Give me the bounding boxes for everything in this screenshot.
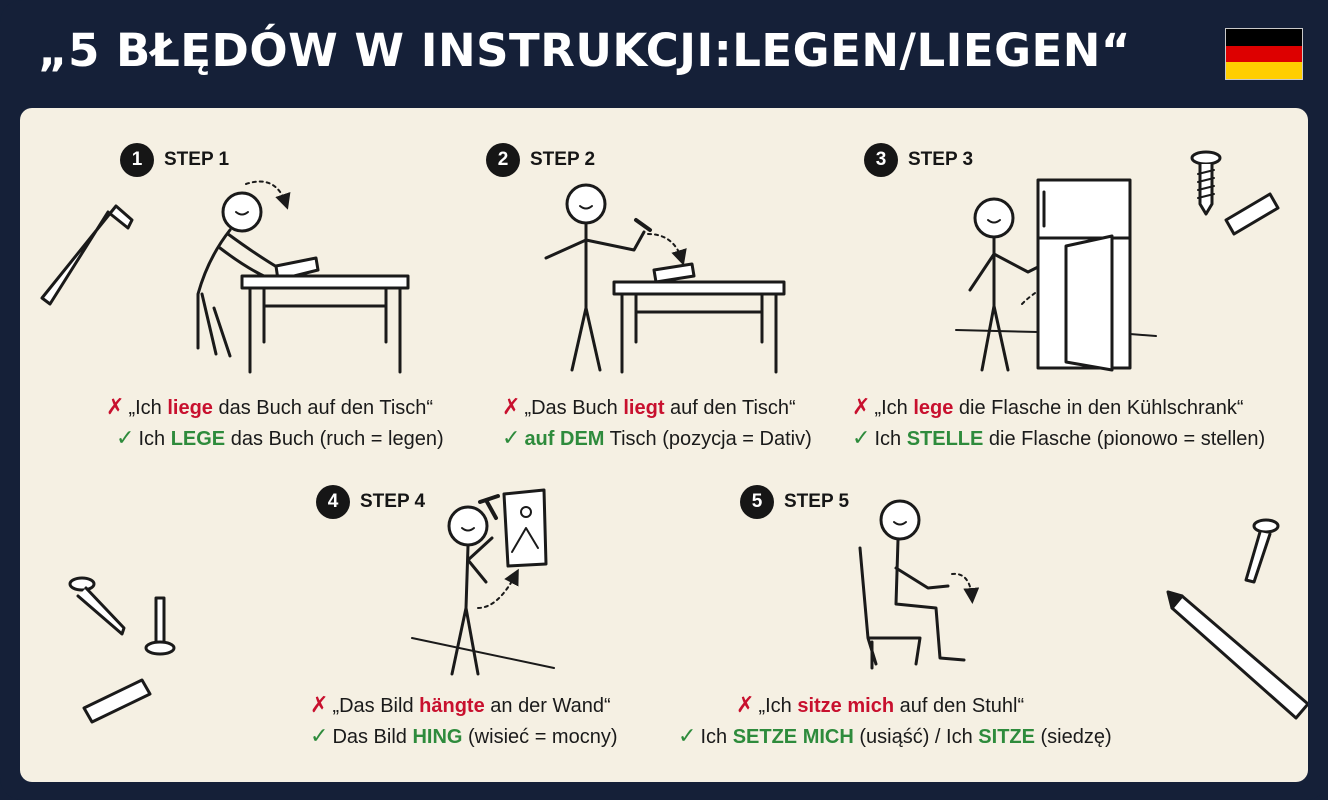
step1-illustration — [196, 180, 410, 374]
check-mark-icon: ✓ — [502, 425, 521, 450]
cross-mark-icon: ✗ — [852, 394, 871, 419]
check-mark-icon: ✓ — [852, 425, 871, 450]
step1-caption: ✗„Ich liege das Buch auf den Tisch“ ✓Ich… — [106, 392, 444, 454]
step2-correct-line: ✓auf DEM Tisch (pozycja = Dativ) — [502, 425, 812, 450]
step1-wrong-line: ✗„Ich liege das Buch auf den Tisch“ — [106, 394, 434, 419]
step4-illustration — [411, 488, 555, 676]
step3-correct-line: ✓Ich STELLE die Flasche (pionowo = stell… — [852, 425, 1266, 450]
dowel-icon — [82, 678, 152, 724]
screw-icon — [144, 596, 176, 656]
step5-illustration — [858, 499, 980, 670]
step5-wrong-line: ✗„Ich sitze mich auf den Stuhl“ — [736, 692, 1025, 717]
cross-mark-icon: ✗ — [736, 692, 755, 717]
illustration-canvas — [40, 150, 1308, 724]
step3-illustration — [955, 178, 1157, 372]
step4-correct-line: ✓Das Bild HING (wisieć = mocny) — [310, 723, 618, 748]
step4-caption: ✗„Das Bild hängte an der Wand“ ✓Das Bild… — [310, 690, 618, 752]
step4-number-badge: 4 — [316, 485, 350, 519]
step5-number-badge: 5 — [740, 485, 774, 519]
page-title: „5 BŁĘDÓW W INSTRUKCJI:LEGEN/LIEGEN“ — [38, 24, 1132, 77]
step1-correct-line: ✓Ich LEGE das Buch (ruch = legen) — [116, 425, 444, 450]
cross-mark-icon: ✗ — [106, 394, 125, 419]
screw-icon — [1190, 150, 1222, 216]
german-flag-icon — [1225, 28, 1303, 80]
flag-stripe-red — [1226, 45, 1302, 63]
check-mark-icon: ✓ — [310, 723, 329, 748]
cross-mark-icon: ✗ — [310, 692, 329, 717]
screw-icon — [1244, 518, 1280, 584]
step3-header: 3 STEP 3 — [864, 143, 973, 177]
step1-header: 1 STEP 1 — [120, 143, 229, 177]
cross-mark-icon: ✗ — [502, 394, 521, 419]
flag-stripe-black — [1226, 29, 1302, 46]
step4-label: STEP 4 — [360, 491, 426, 512]
step2-number-badge: 2 — [486, 143, 520, 177]
dowel-icon — [1224, 192, 1280, 236]
step3-number-badge: 3 — [864, 143, 898, 177]
step5-caption: ✗„Ich sitze mich auf den Stuhl“ ✓Ich SET… — [678, 690, 1112, 752]
step3-wrong-line: ✗„Ich lege die Flasche in den Kühlschran… — [852, 394, 1244, 419]
check-mark-icon: ✓ — [678, 723, 697, 748]
step2-wrong-line: ✗„Das Buch liegt auf den Tisch“ — [502, 394, 796, 419]
step3-caption: ✗„Ich lege die Flasche in den Kühlschran… — [852, 392, 1265, 454]
step2-caption: ✗„Das Buch liegt auf den Tisch“ ✓auf DEM… — [502, 392, 812, 454]
flag-stripe-gold — [1226, 62, 1302, 80]
step5-correct-line: ✓Ich SETZE MICH (usiąść) / Ich SITZE (si… — [678, 723, 1112, 748]
step1-number-badge: 1 — [120, 143, 154, 177]
step2-illustration — [544, 183, 786, 374]
step2-label: STEP 2 — [530, 149, 596, 170]
step5-header: 5 STEP 5 — [740, 485, 849, 519]
allen-key-icon — [40, 204, 134, 306]
step1-label: STEP 1 — [164, 149, 230, 170]
pencil-icon — [1166, 590, 1308, 720]
step4-wrong-line: ✗„Das Bild hängte an der Wand“ — [310, 692, 611, 717]
check-mark-icon: ✓ — [116, 425, 135, 450]
screw-icon — [68, 576, 126, 636]
step5-label: STEP 5 — [784, 491, 850, 512]
step2-header: 2 STEP 2 — [486, 143, 595, 177]
step3-label: STEP 3 — [908, 149, 974, 170]
instruction-panel: 1 STEP 1 ✗„Ich liege das Buch auf den Ti… — [20, 108, 1308, 782]
step4-header: 4 STEP 4 — [316, 485, 425, 519]
